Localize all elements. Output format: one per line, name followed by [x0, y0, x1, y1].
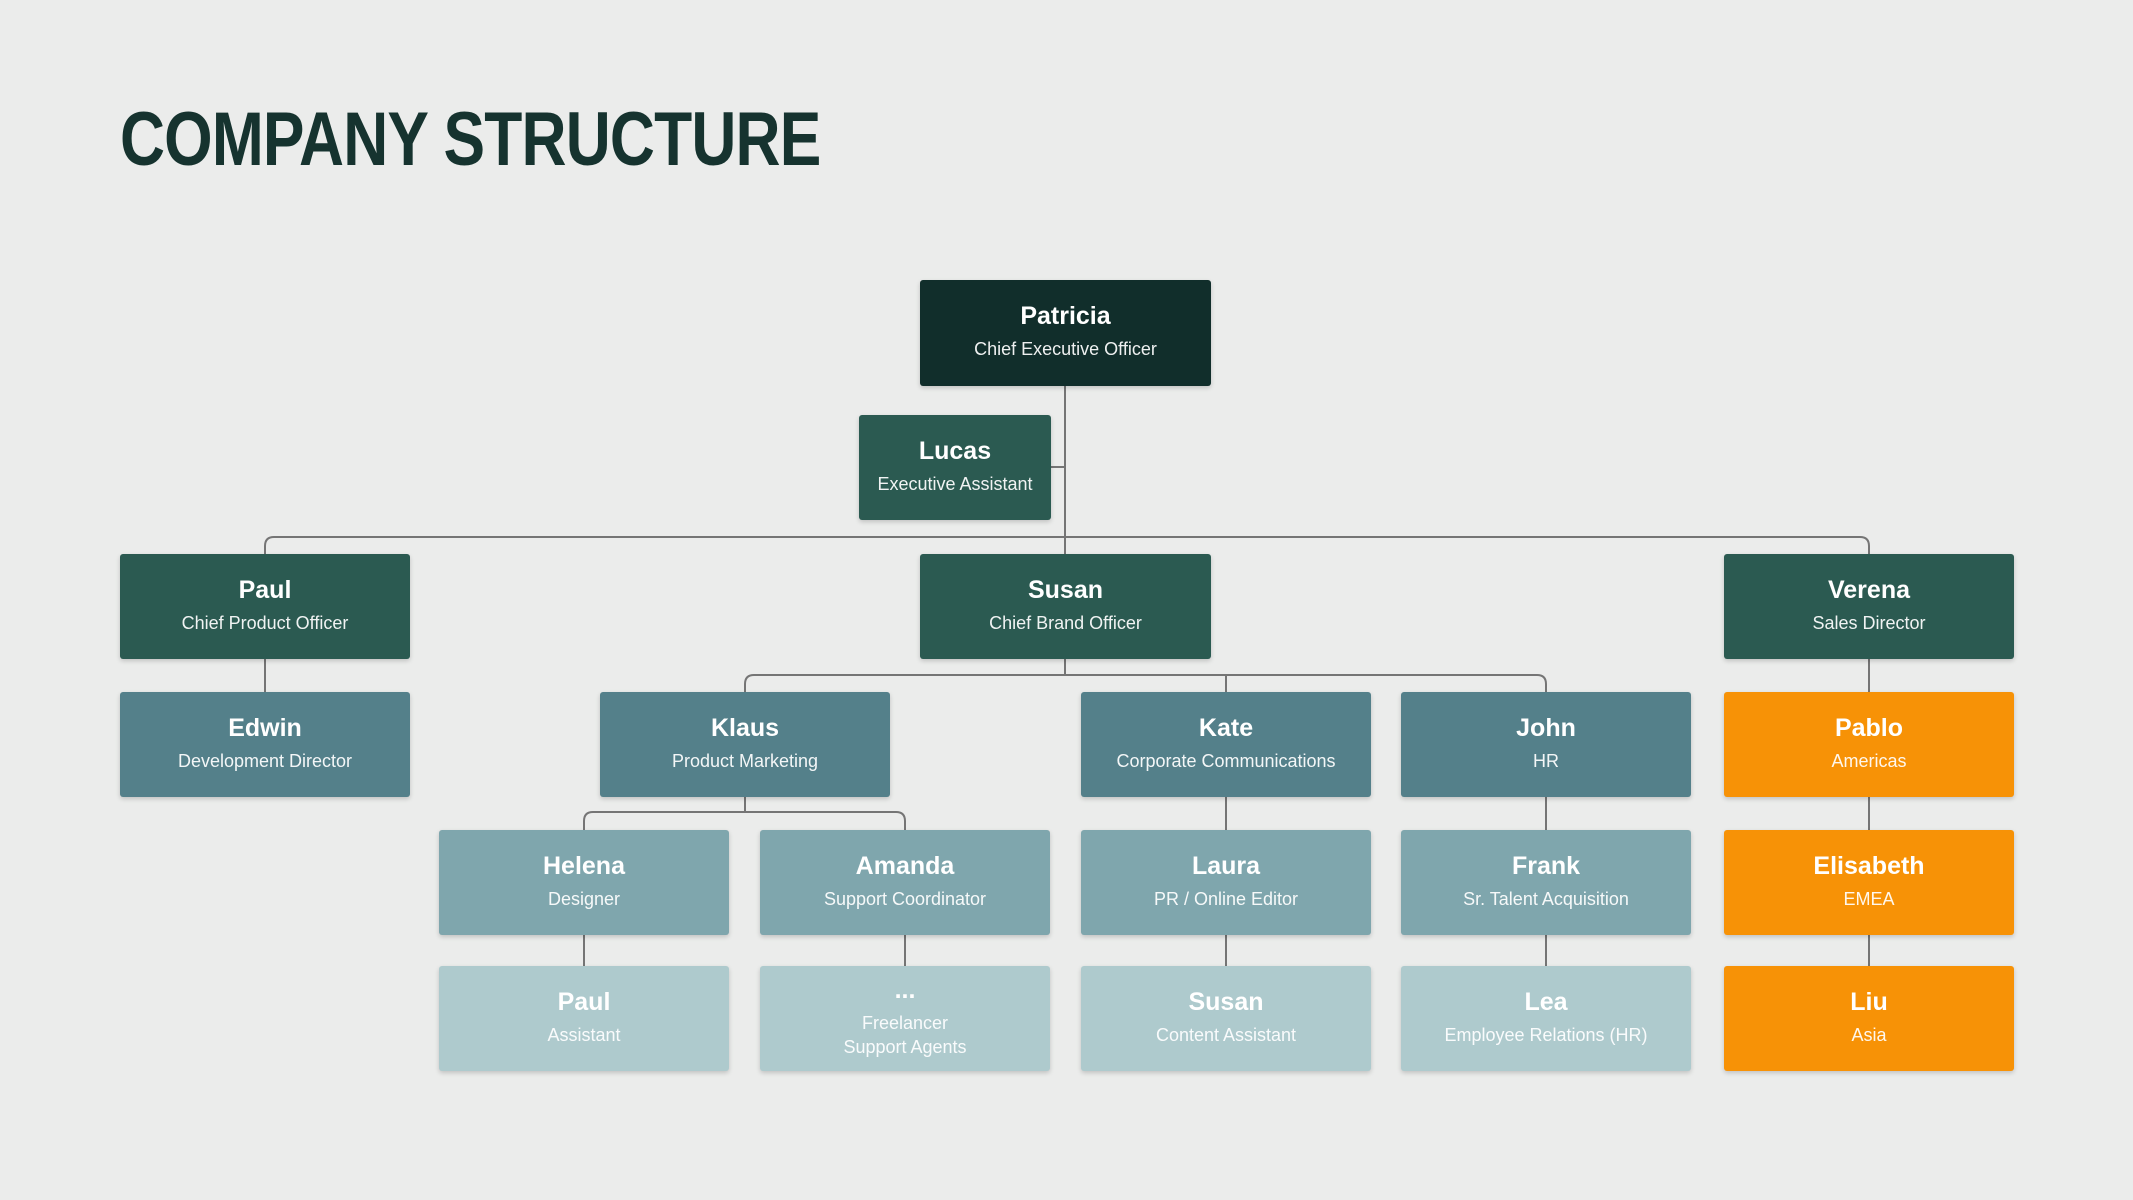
person-name: Lucas	[918, 436, 992, 465]
page-title: COMPANY STRUCTURE	[120, 97, 821, 182]
person-name: Laura	[1191, 851, 1261, 880]
person-name: Lea	[1524, 987, 1568, 1016]
org-node-elisabeth-emea[interactable]: Elisabeth EMEA	[1724, 830, 2014, 935]
person-name: Liu	[1850, 987, 1888, 1016]
person-role: PR / Online Editor	[1153, 888, 1299, 909]
person-name: Paul	[557, 987, 611, 1016]
org-node-amanda-support-coordinator[interactable]: Amanda Support Coordinator	[760, 830, 1050, 935]
org-node-paul-assistant[interactable]: Paul Assistant	[439, 966, 729, 1071]
person-name: Amanda	[855, 851, 955, 880]
person-role: Content Assistant	[1155, 1024, 1297, 1045]
connector-main-bus	[264, 536, 1870, 554]
person-name: Frank	[1511, 851, 1581, 880]
person-role: Designer	[547, 888, 621, 909]
person-role: Americas	[1831, 750, 1907, 771]
org-node-lucas-executive-assistant[interactable]: Lucas Executive Assistant	[859, 415, 1051, 520]
person-role: Sr. Talent Acquisition	[1463, 888, 1629, 909]
person-role: Freelancer Support Agents	[843, 1013, 967, 1057]
person-name: Patricia	[1020, 302, 1111, 331]
person-name: John	[1516, 713, 1576, 742]
person-role: Asia	[1851, 1024, 1887, 1045]
person-name: Susan	[1188, 987, 1264, 1016]
org-node-patricia-ceo[interactable]: Patricia Chief Executive Officer	[920, 280, 1211, 386]
org-node-edwin-development-director[interactable]: Edwin Development Director	[120, 692, 410, 797]
org-node-pablo-americas[interactable]: Pablo Americas	[1724, 692, 2014, 797]
org-node-frank-talent-acquisition[interactable]: Frank Sr. Talent Acquisition	[1401, 830, 1691, 935]
org-node-susan-cbo[interactable]: Susan Chief Brand Officer	[920, 554, 1211, 659]
person-role: Sales Director	[1812, 612, 1926, 633]
person-name: Klaus	[710, 713, 780, 742]
person-name: Edwin	[228, 713, 302, 742]
person-name: Helena	[543, 851, 625, 880]
org-node-klaus-product-marketing[interactable]: Klaus Product Marketing	[600, 692, 890, 797]
person-role: HR	[1533, 750, 1559, 771]
person-name: ...	[894, 976, 916, 1005]
person-role: Employee Relations (HR)	[1444, 1024, 1648, 1045]
person-role: Development Director	[177, 750, 353, 771]
org-node-susan-content-assistant[interactable]: Susan Content Assistant	[1081, 966, 1371, 1071]
connector-klaus-bus	[583, 811, 906, 830]
org-node-laura-pr-online-editor[interactable]: Laura PR / Online Editor	[1081, 830, 1371, 935]
org-node-verena-sales-director[interactable]: Verena Sales Director	[1724, 554, 2014, 659]
org-node-lea-employee-relations[interactable]: Lea Employee Relations (HR)	[1401, 966, 1691, 1071]
person-role: EMEA	[1843, 888, 1895, 909]
person-name: Pablo	[1834, 713, 1904, 742]
org-node-kate-corporate-communications[interactable]: Kate Corporate Communications	[1081, 692, 1371, 797]
person-role: Executive Assistant	[877, 473, 1033, 494]
org-node-helena-designer[interactable]: Helena Designer	[439, 830, 729, 935]
person-role: Assistant	[547, 1024, 621, 1045]
person-role: Support Coordinator	[823, 888, 987, 909]
person-name: Verena	[1827, 575, 1910, 604]
person-role: Chief Brand Officer	[989, 612, 1142, 633]
person-role: Chief Executive Officer	[974, 339, 1157, 360]
org-node-paul-cpo[interactable]: Paul Chief Product Officer	[120, 554, 410, 659]
org-node-freelancer-support-agents[interactable]: ... Freelancer Support Agents	[760, 966, 1050, 1071]
person-name: Paul	[238, 575, 292, 604]
person-name: Kate	[1198, 713, 1254, 742]
person-name: Susan	[1027, 575, 1104, 604]
person-role: Chief Product Officer	[181, 612, 349, 633]
person-name: Elisabeth	[1813, 851, 1925, 880]
org-node-liu-asia[interactable]: Liu Asia	[1724, 966, 2014, 1071]
org-node-john-hr[interactable]: John HR	[1401, 692, 1691, 797]
person-role: Product Marketing	[671, 750, 819, 771]
connector-susan-bus	[744, 674, 1547, 692]
person-role: Corporate Communications	[1116, 750, 1336, 771]
